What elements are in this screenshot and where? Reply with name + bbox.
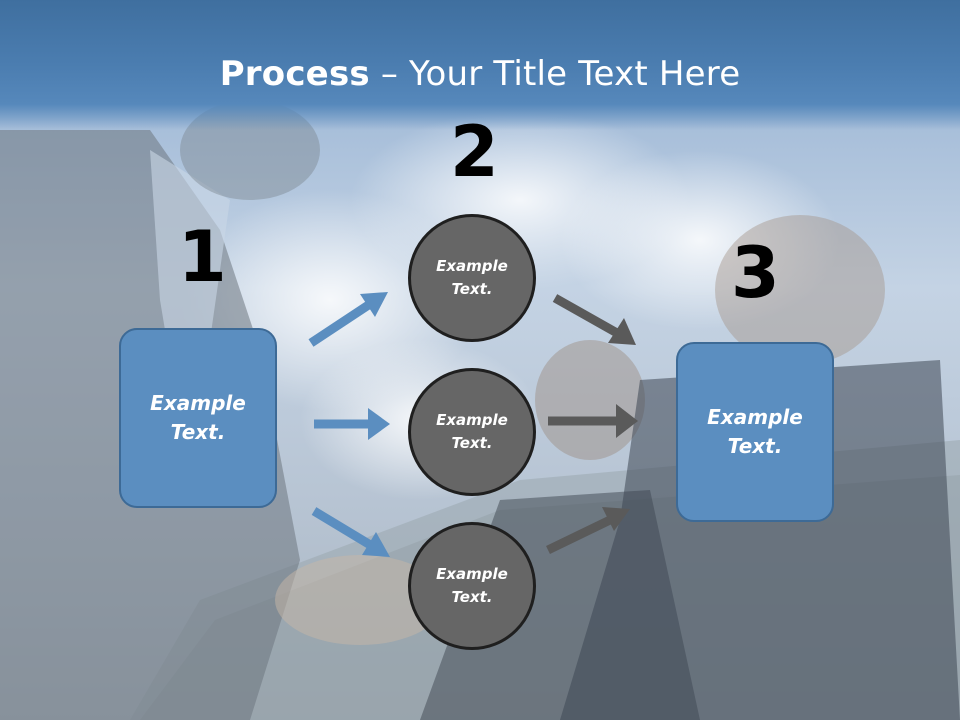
title-rest: – Your Title Text Here [369,54,741,94]
step-number-2: 2 [450,111,499,193]
blue-arrow-up [308,292,388,347]
step-2-circle-top: Example Text. [408,214,536,342]
gray-arrow-up [546,507,630,555]
step-2-circle-bottom: Example Text. [408,522,536,650]
circle-bottom-line1: Example [436,565,508,583]
circle-top-line1: Example [436,257,508,275]
title-bold: Process [219,54,370,94]
slide-title: Process – Your Title Text Here [0,54,960,94]
step-3-text-line2: Text. [727,434,783,458]
step-1-text-line2: Text. [170,420,226,444]
step-2-circle-middle: Example Text. [408,368,536,496]
blue-arrow-right [314,408,390,440]
circle-top-line2: Text. [451,280,493,298]
blue-arrow-down [311,507,390,557]
step-1-box: Example Text. [119,328,277,508]
circle-middle-line1: Example [436,411,508,429]
step-3-box: Example Text. [676,342,834,522]
circle-middle-line2: Text. [451,434,493,452]
header-band [0,0,960,130]
step-3-text-line1: Example [707,405,803,429]
gray-arrow-right [548,404,638,438]
circle-bottom-line2: Text. [451,588,493,606]
step-number-1: 1 [178,216,227,298]
step-1-text-line1: Example [150,391,246,415]
gray-arrow-down [552,294,636,345]
step-number-3: 3 [731,232,780,314]
